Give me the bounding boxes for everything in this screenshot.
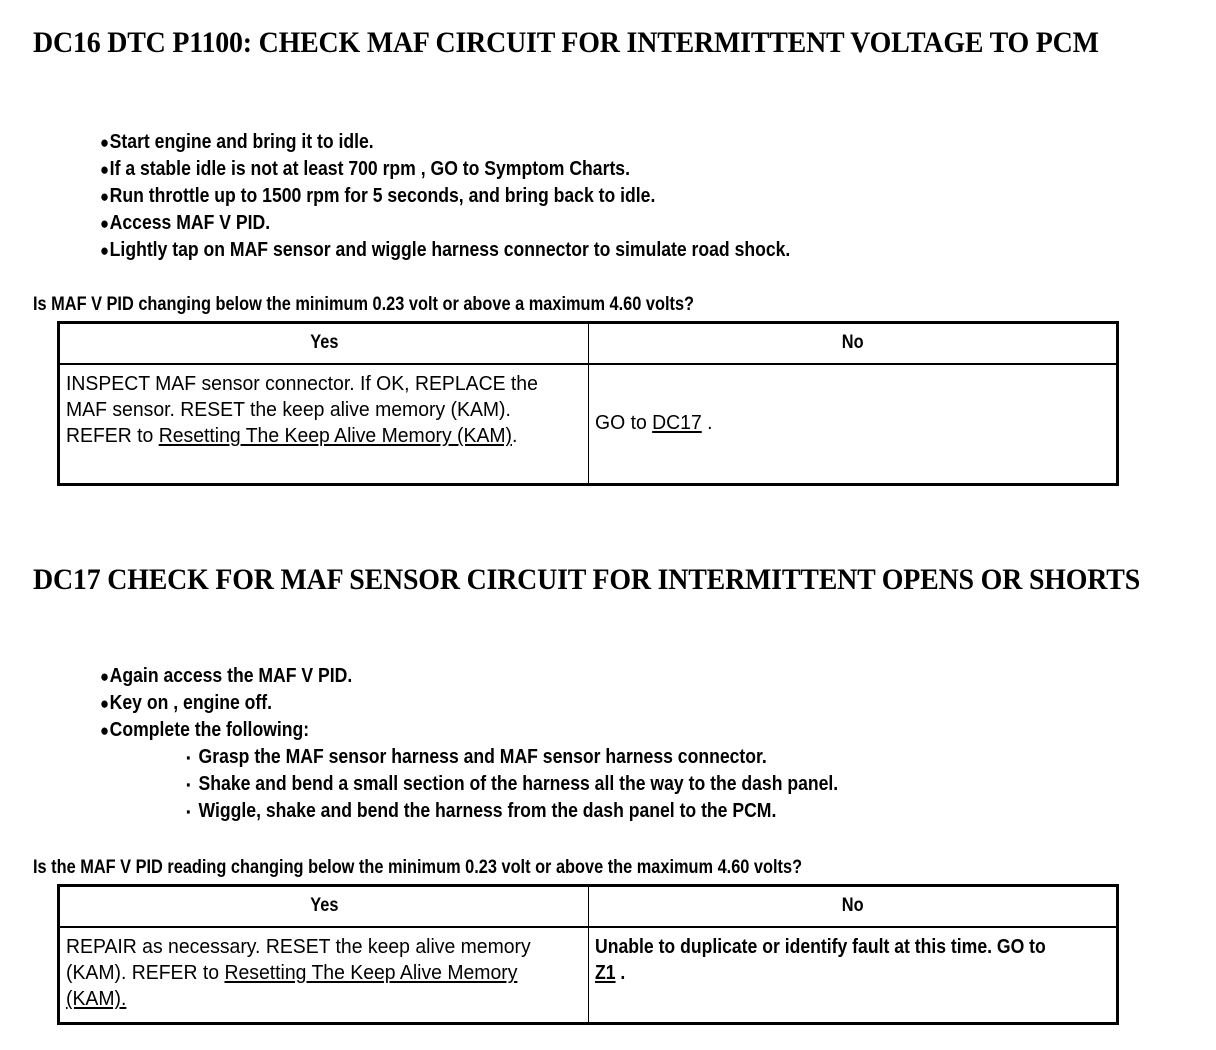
answer-cell-yes-content: INSPECT MAF sensor connector. If OK, REP… bbox=[66, 371, 567, 449]
bullet-round-icon: ● bbox=[100, 721, 110, 740]
column-header-no: No bbox=[588, 322, 1118, 365]
list-item-label: Lightly tap on MAF sensor and wiggle har… bbox=[109, 239, 791, 261]
sub-list-item-label: Shake and bend a small section of the ha… bbox=[198, 773, 839, 795]
answer-text-pre: Unable to duplicate or identify fault at… bbox=[595, 936, 1046, 958]
procedure-list-dc16: ●Start engine and bring it to idle. ●If … bbox=[100, 129, 1200, 264]
answer-cell-yes: INSPECT MAF sensor connector. If OK, REP… bbox=[58, 363, 589, 485]
bullet-round-icon: ● bbox=[100, 133, 110, 152]
list-item-label: Key on , engine off. bbox=[109, 692, 272, 714]
table-row: INSPECT MAF sensor connector. If OK, REP… bbox=[58, 363, 1118, 485]
bullet-round-icon: ● bbox=[100, 187, 110, 206]
column-header-yes: Yes bbox=[58, 322, 589, 365]
list-item: ●Key on , engine off. bbox=[100, 690, 1200, 717]
list-item: ●Complete the following: bbox=[100, 717, 1200, 744]
bullet-round-icon: ● bbox=[100, 214, 110, 233]
answer-cell-yes: REPAIR as necessary. RESET the keep aliv… bbox=[58, 926, 589, 1024]
list-item: ●Lightly tap on MAF sensor and wiggle ha… bbox=[100, 237, 1200, 264]
list-item: ●Run throttle up to 1500 rpm for 5 secon… bbox=[100, 183, 1200, 210]
answer-text-pre: INSPECT MAF sensor connector. If OK, REP… bbox=[66, 373, 538, 447]
procedure-list-dc17: ●Again access the MAF V PID. ●Key on , e… bbox=[100, 663, 1200, 825]
decision-table-dc17: Yes No REPAIR as necessary. RESET the ke… bbox=[57, 884, 1119, 1025]
column-header-yes-label: Yes bbox=[309, 895, 339, 916]
list-item-label: If a stable idle is not at least 700 rpm… bbox=[109, 158, 630, 180]
list-item-label: Start engine and bring it to idle. bbox=[109, 131, 374, 153]
column-header-yes-label: Yes bbox=[309, 332, 339, 353]
bullet-round-icon: ● bbox=[100, 160, 110, 179]
cross-reference-link[interactable]: Z1 bbox=[595, 962, 616, 984]
answer-cell-no: GO to DC17 . bbox=[588, 363, 1118, 485]
list-item-label: Complete the following: bbox=[109, 719, 310, 741]
answer-text-pre: GO to bbox=[595, 412, 653, 434]
sub-list-item-label: Grasp the MAF sensor harness and MAF sen… bbox=[198, 746, 767, 768]
sub-list-item: ▪ Shake and bend a small section of the h… bbox=[186, 771, 1200, 798]
answer-text-post: . bbox=[701, 412, 713, 434]
answer-text-post: . bbox=[512, 425, 518, 447]
bullet-round-icon: ● bbox=[100, 667, 110, 686]
column-header-no: No bbox=[588, 885, 1118, 928]
list-item: ●Access MAF V PID. bbox=[100, 210, 1200, 237]
answer-cell-no: Unable to duplicate or identify fault at… bbox=[588, 926, 1118, 1024]
answer-text-pre: REPAIR as necessary. RESET the keep aliv… bbox=[66, 936, 531, 984]
table-header-row: Yes No bbox=[58, 322, 1118, 365]
list-item-label: Run throttle up to 1500 rpm for 5 second… bbox=[109, 185, 656, 207]
section-heading-dc17: DC17 CHECK FOR MAF SENSOR CIRCUIT FOR IN… bbox=[33, 563, 1141, 596]
column-header-no-label: No bbox=[841, 332, 864, 353]
decision-table-dc16: Yes No INSPECT MAF sensor connector. If … bbox=[57, 321, 1119, 486]
cross-reference-link[interactable]: Resetting The Keep Alive Memory (KAM) bbox=[158, 425, 513, 447]
bullet-round-icon: ● bbox=[100, 241, 110, 260]
answer-cell-yes-content: REPAIR as necessary. RESET the keep aliv… bbox=[66, 934, 567, 1012]
list-item-label: Again access the MAF V PID. bbox=[109, 665, 353, 687]
list-item: ●If a stable idle is not at least 700 rp… bbox=[100, 156, 1200, 183]
column-header-no-label: No bbox=[841, 895, 864, 916]
section-heading-dc16: DC16 DTC P1100: CHECK MAF CIRCUIT FOR IN… bbox=[33, 26, 1099, 59]
list-item-label: Access MAF V PID. bbox=[109, 212, 271, 234]
answer-cell-no-content: Unable to duplicate or identify fault at… bbox=[595, 934, 1048, 986]
bullet-square-icon: ▪ bbox=[186, 750, 191, 765]
cross-reference-link[interactable]: Resetting The Keep Alive Memory (KAM). bbox=[66, 962, 518, 1010]
sub-list-item-label: Wiggle, shake and bend the harness from … bbox=[198, 800, 777, 822]
table-header-row: Yes No bbox=[58, 885, 1118, 928]
bullet-round-icon: ● bbox=[100, 694, 110, 713]
sub-procedure-list: ▪ Grasp the MAF sensor harness and MAF se… bbox=[186, 744, 1200, 825]
sub-list-item: ▪ Grasp the MAF sensor harness and MAF se… bbox=[186, 744, 1200, 771]
answer-text-post: . bbox=[615, 962, 626, 984]
cross-reference-link[interactable]: DC17 bbox=[652, 412, 702, 434]
diagnostic-question-dc16: Is MAF V PID changing below the minimum … bbox=[33, 294, 695, 315]
answer-cell-no-content: GO to DC17 . bbox=[595, 410, 1095, 436]
bullet-square-icon: ▪ bbox=[186, 777, 191, 792]
sub-list-item: ▪ Wiggle, shake and bend the harness from… bbox=[186, 798, 1200, 825]
diagnostic-question-dc17: Is the MAF V PID reading changing below … bbox=[33, 857, 803, 878]
bullet-square-icon: ▪ bbox=[186, 804, 191, 819]
list-item: ●Start engine and bring it to idle. bbox=[100, 129, 1200, 156]
table-row: REPAIR as necessary. RESET the keep aliv… bbox=[58, 926, 1118, 1024]
list-item: ●Again access the MAF V PID. bbox=[100, 663, 1200, 690]
column-header-yes: Yes bbox=[58, 885, 589, 928]
